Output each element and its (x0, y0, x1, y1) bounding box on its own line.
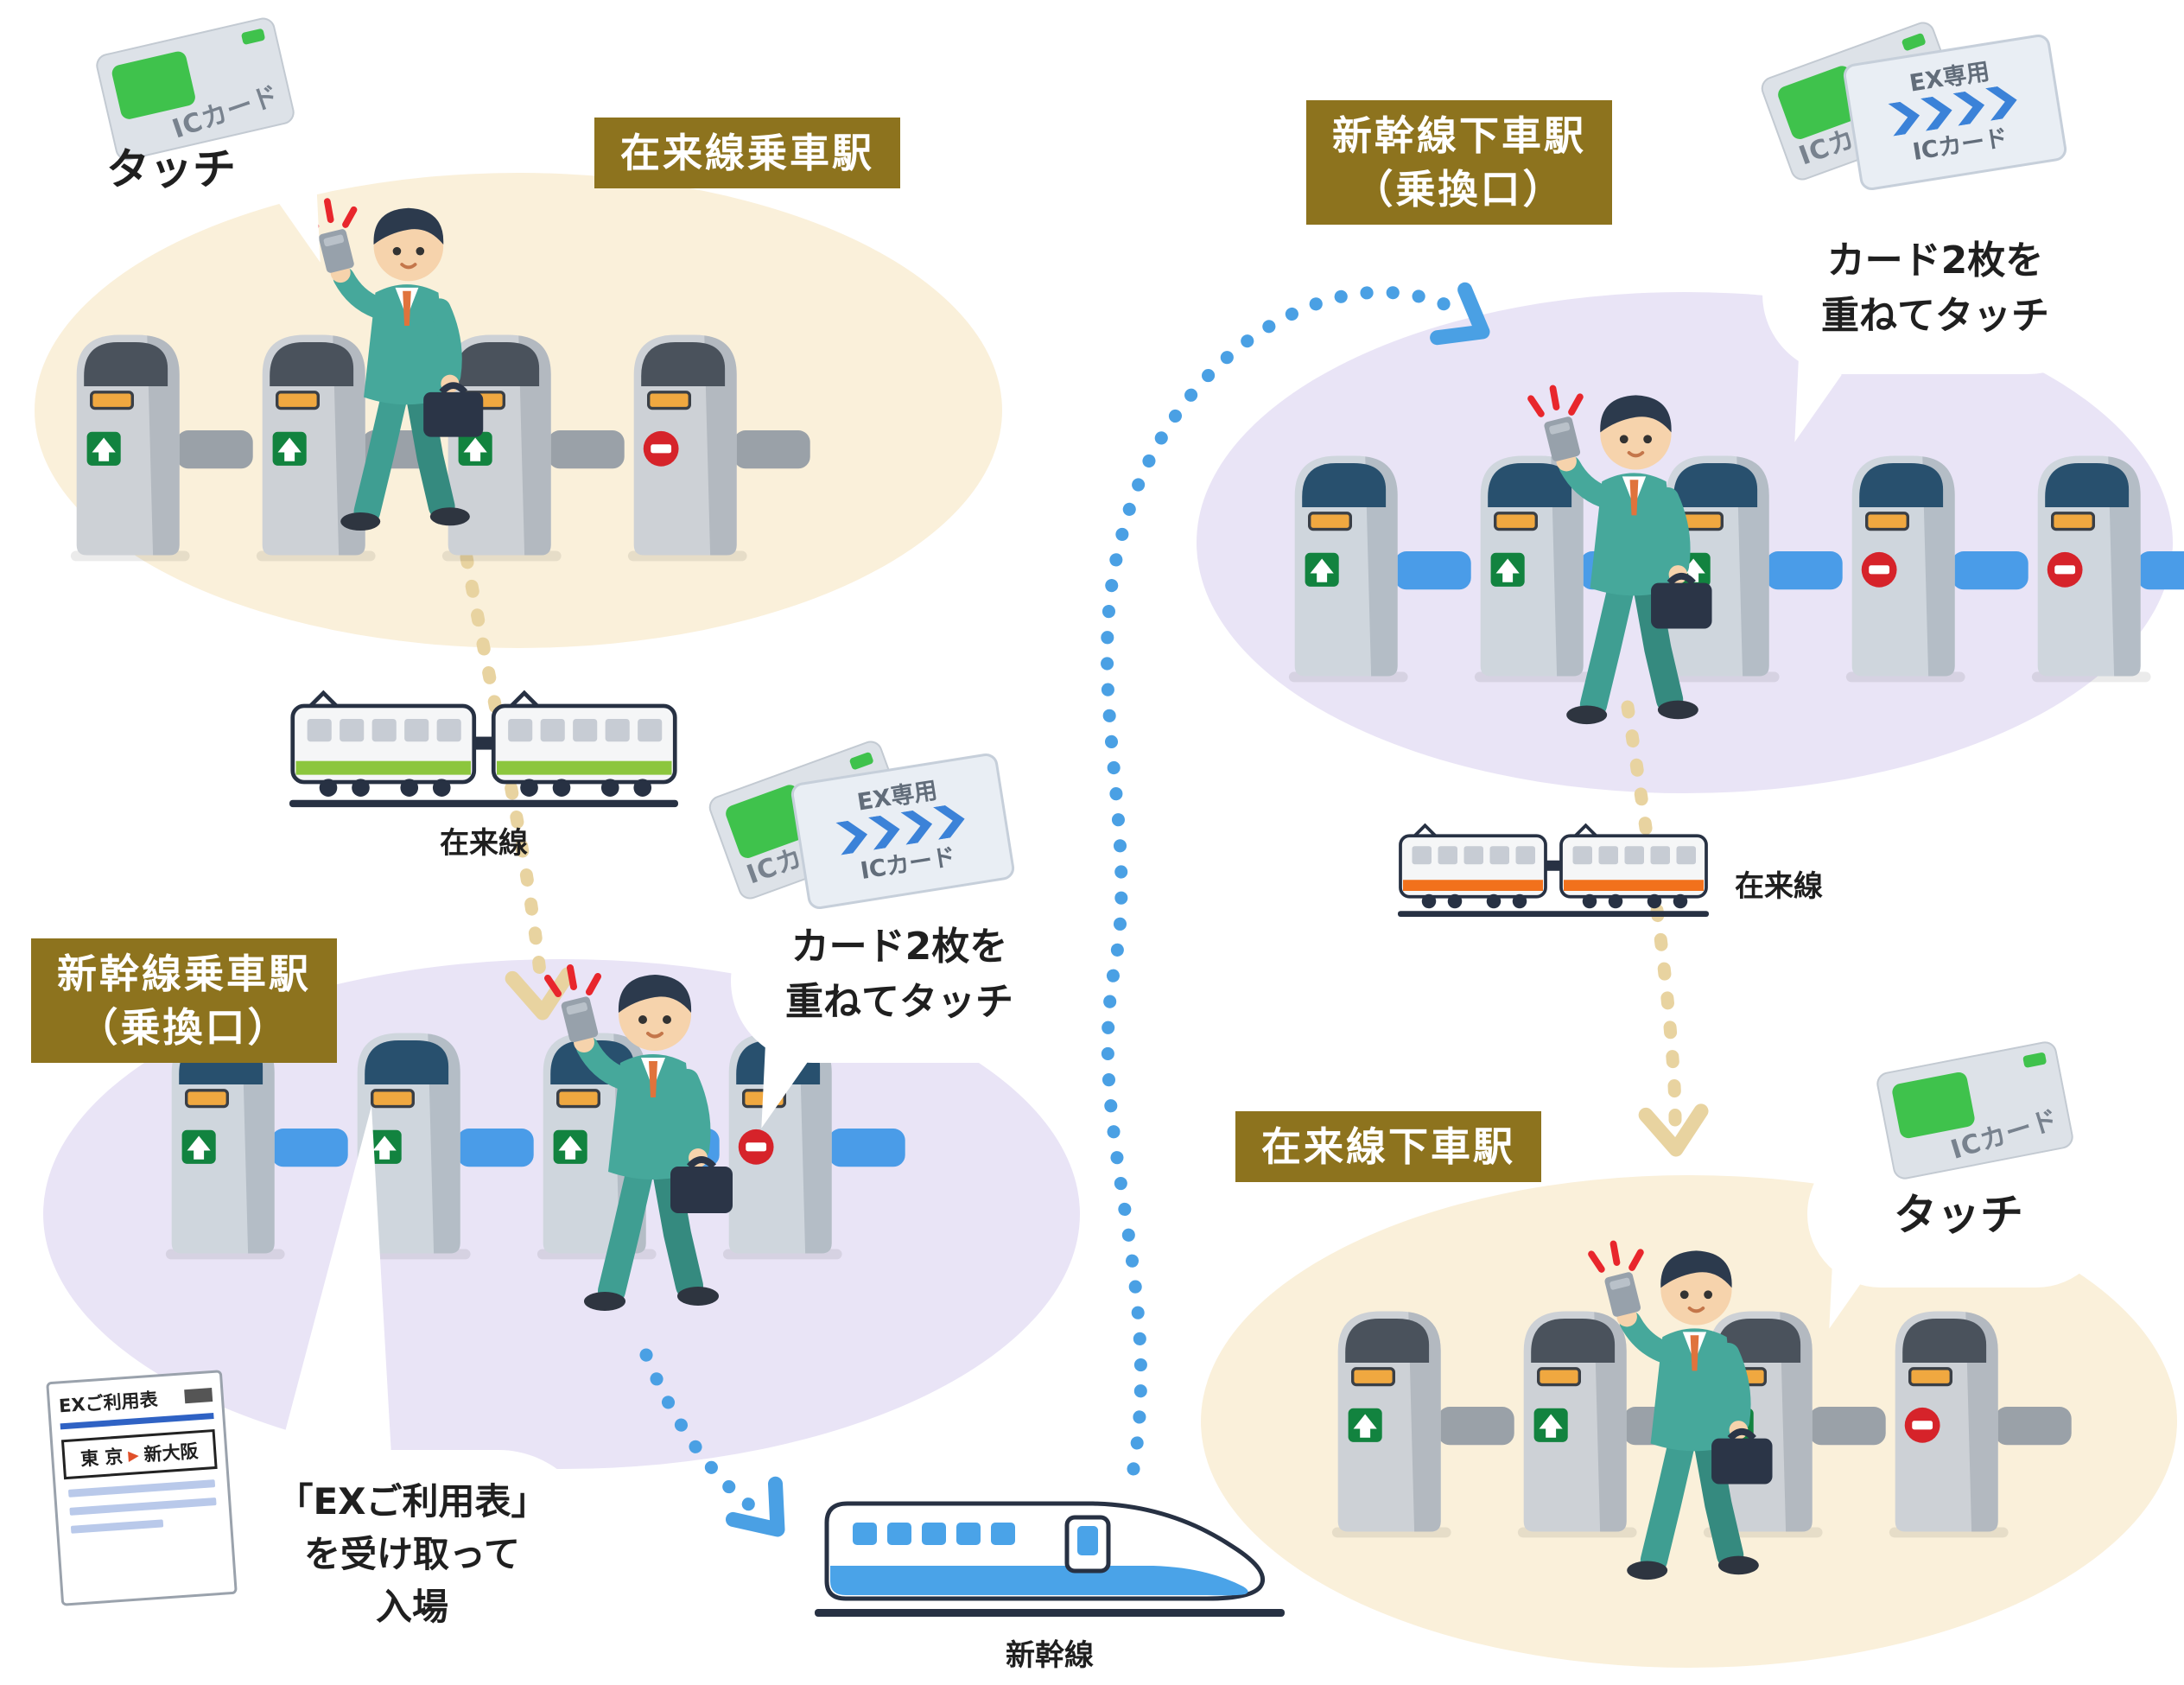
receipt-from: 東 京 (79, 1446, 124, 1470)
station-label-local-exit: 在来線下車駅 (1235, 1111, 1541, 1183)
receipt-to: 新大阪 (143, 1440, 200, 1466)
speech-bubble (226, 1450, 598, 1656)
bubble-text-line: カード2枚を (790, 925, 1008, 969)
receipt-line (70, 1519, 164, 1534)
receipt-line (67, 1479, 216, 1497)
ic-chip-small-icon (240, 28, 266, 46)
train-label-local-board: 在来線 (440, 826, 528, 861)
receipt-route-arrow-icon: ▶ (127, 1446, 140, 1464)
ic-chip-small-icon (848, 751, 874, 771)
station-label-shink-board: 新幹線乗車駅 （乗換口） (31, 938, 337, 1064)
ic-chip-small-icon (2022, 1052, 2048, 1069)
ex-receipt: EXご利用表 東 京 ▶ 新大阪 (46, 1370, 238, 1606)
receipt-pointer (275, 1106, 392, 1471)
ex-chevrons-icon (835, 804, 965, 855)
bubble-text: タッチ (106, 144, 236, 194)
card-pair-illustration: ICカ EX専用 ICカード (1757, 18, 2069, 199)
speech-bubble (731, 899, 1068, 1063)
arrowhead-icon (1430, 282, 1490, 346)
bubble-touch-local-exit: ICカード タッチ (1787, 1039, 2136, 1329)
ic-chip-small-icon (1901, 32, 1927, 52)
bubble-text-line: 「EXご利用表」 (276, 1480, 548, 1523)
bubble-text-line: カード2枚を (1826, 238, 2044, 283)
receipt-title: EXご利用表 (58, 1389, 159, 1417)
train-label-shinkansen: 新幹線 (1006, 1638, 1094, 1673)
station-label-text: 新幹線乗車駅 (57, 951, 311, 997)
speech-bubble (1762, 214, 2108, 374)
bubble-text: タッチ (1894, 1190, 2023, 1240)
bubble-text-line: を受け取って (304, 1532, 520, 1575)
arrowhead-icon (1638, 1103, 1709, 1157)
bubble-receipt-note: 「EXご利用表」 を受け取って 入場 (226, 1450, 606, 1662)
bubble-text: カード2枚を 重ねてタッチ (1771, 233, 2099, 344)
receipt-header: EXご利用表 (58, 1382, 214, 1430)
bubble-text: カード2枚を 重ねてタッチ (740, 919, 1059, 1030)
station-label-text: 在来線乗車駅 (620, 130, 874, 176)
receipt-tab (184, 1388, 213, 1404)
shinkansen-train (815, 1504, 1285, 1617)
station-label-local-board: 在来線乗車駅 (594, 118, 900, 189)
arrowhead-icon (725, 1476, 785, 1537)
flow-arrow-gate-to-shinkansen (639, 1348, 764, 1517)
local-train-orange (1398, 825, 1709, 917)
station-label-text: 在来線下車駅 (1261, 1123, 1515, 1170)
receipt-line (69, 1497, 217, 1516)
station-label-text: （乗換口） (78, 1004, 290, 1052)
ex-card-illustration: EX専用 ICカード (1841, 32, 2069, 193)
bubble-text-line: 重ねてタッチ (1821, 293, 2049, 338)
station-label-text: 新幹線下車駅 (1332, 112, 1586, 159)
bubble-text-line: 入場 (375, 1585, 448, 1628)
bubble-cards-shink-board: ICカ EX専用 ICカード カード2枚を 重ねてタッチ (705, 737, 1095, 1129)
ex-card-illustration: EX専用 ICカード (789, 751, 1017, 912)
flow-arrow-shink-to-local-exit (1621, 700, 1682, 1127)
bubble-touch-local-board: ICカード タッチ (41, 15, 396, 278)
ex-chevrons-icon (1888, 86, 2017, 137)
bubble-text: 「EXご利用表」 を受け取って 入場 (244, 1476, 581, 1634)
receipt-route: 東 京 ▶ 新大阪 (60, 1428, 218, 1480)
card-pair-illustration: ICカ EX専用 ICカード (705, 737, 1017, 918)
arrowhead-icon (505, 967, 575, 1021)
local-train-green (289, 693, 678, 807)
train-label-local-exit: 在来線 (1735, 869, 1823, 904)
station-label-shink-exit: 新幹線下車駅 （乗換口） (1306, 100, 1612, 226)
station-label-text: （乗換口） (1353, 166, 1565, 213)
bubble-text-line: 重ねてタッチ (785, 979, 1013, 1024)
flow-arrow-shinkansen-to-exit (1101, 285, 1469, 1476)
bubble-cards-shink-exit: ICカ EX専用 ICカード カード2枚を 重ねてタッチ (1745, 18, 2151, 442)
